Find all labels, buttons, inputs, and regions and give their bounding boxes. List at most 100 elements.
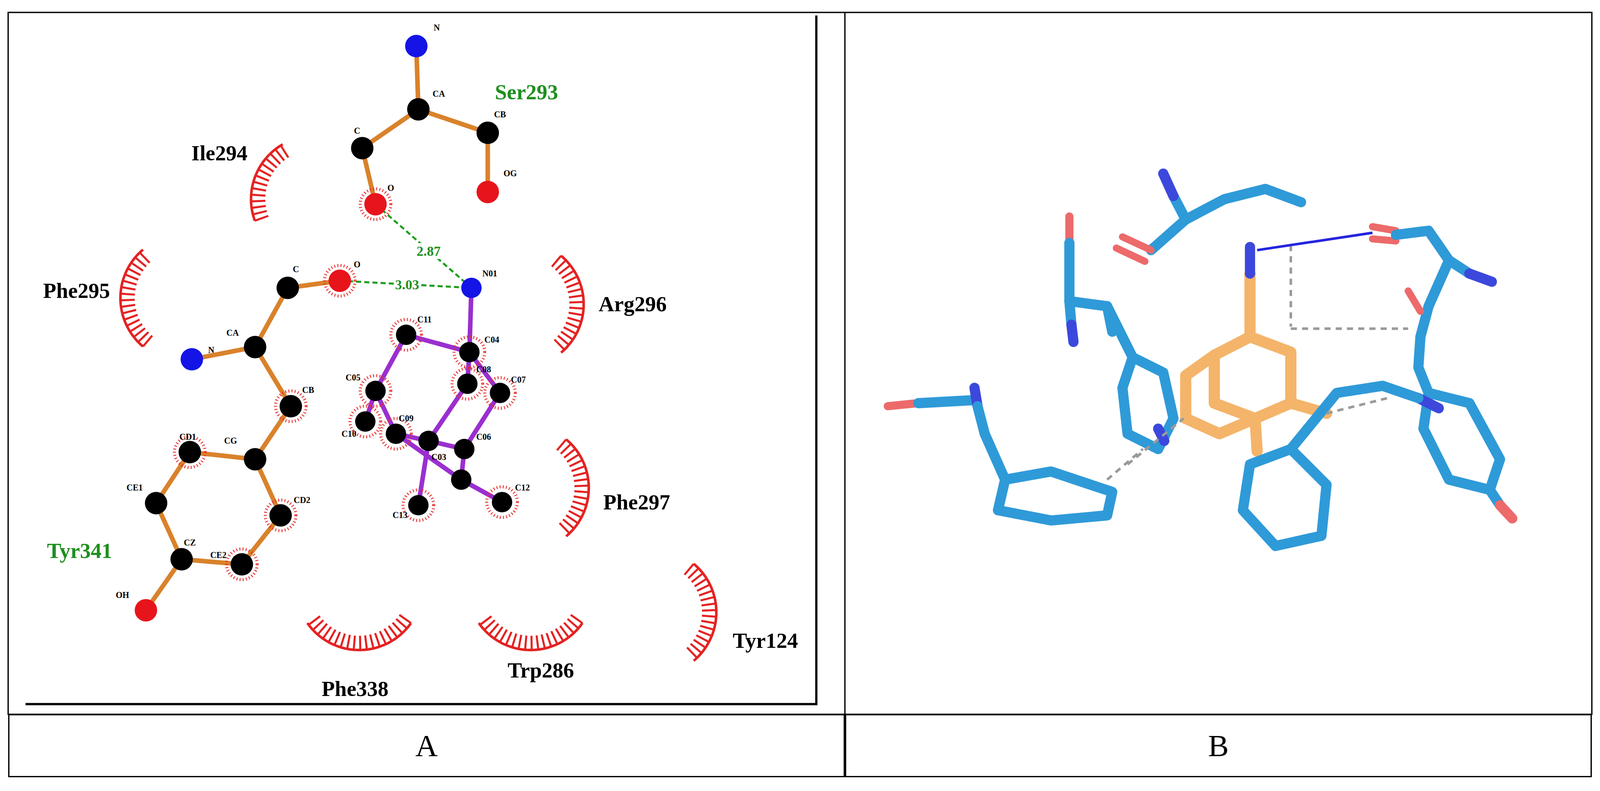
eyelash-spoke [701, 620, 716, 624]
eyelash-spoke [347, 635, 350, 650]
eyelash-spoke [334, 632, 341, 646]
eyelash-spoke [252, 211, 267, 215]
eyelash-spoke [701, 615, 716, 617]
eyelash-spoke [120, 304, 136, 308]
atom [170, 548, 193, 571]
atom-label: CA [226, 327, 240, 338]
eyelash-spoke [560, 626, 569, 638]
eyelash-spoke [275, 149, 284, 161]
eyelash-spoke [699, 590, 713, 596]
eyelash-spoke [125, 274, 139, 280]
eyelash-spoke [280, 145, 289, 158]
stick [1499, 505, 1512, 519]
atom-label: CG [224, 436, 237, 446]
eyelash-spoke [541, 634, 545, 649]
eyelash-spoke [120, 299, 135, 301]
eyelash-spoke [253, 181, 268, 186]
atom-label: CE2 [210, 549, 227, 560]
eyelash-spoke [122, 310, 136, 314]
contact-dash [1107, 449, 1143, 480]
atom-label: CZ [183, 537, 196, 548]
stick [1408, 291, 1421, 312]
atom-label: CD2 [293, 494, 311, 505]
contact-mark [275, 390, 307, 422]
eyelash-spoke [555, 629, 564, 642]
eyelash-spoke [518, 635, 522, 650]
eyelash-spoke [691, 573, 704, 583]
eyelash-spoke [365, 635, 367, 650]
hydrogen-bond [375, 204, 472, 289]
contact-mark [324, 265, 356, 296]
eyelash-spoke [567, 454, 580, 463]
residue-label: Tyr124 [732, 628, 799, 654]
eyelash-spoke [696, 635, 709, 643]
atom [408, 494, 429, 516]
atom-label: CA [432, 89, 446, 99]
atom [180, 348, 203, 371]
residue-label: Phe338 [321, 676, 389, 702]
atom [407, 98, 430, 121]
atom [461, 277, 482, 298]
atom [230, 553, 253, 576]
stick [918, 400, 975, 404]
eyelash-spoke [530, 635, 533, 651]
eyelash-spoke [251, 188, 267, 191]
eyelash-spoke [573, 496, 588, 500]
contact-group [174, 188, 518, 580]
eyelash-spoke [120, 293, 135, 295]
atom [491, 491, 513, 513]
residue-label: Trp286 [507, 657, 575, 683]
eyelash-spoke [700, 626, 714, 630]
atom-label: N01 [482, 268, 498, 279]
atom [276, 276, 299, 300]
stick [1069, 242, 1113, 332]
table-divider [844, 12, 846, 715]
atom [476, 121, 499, 145]
eyelash-spoke [574, 491, 589, 493]
atom-label: O [387, 182, 395, 193]
atom-label: C03 [431, 452, 446, 463]
atom-label: OG [503, 168, 517, 179]
stick [1242, 449, 1327, 547]
contact-dash [1289, 245, 1293, 327]
atom [451, 469, 472, 490]
stick [1255, 418, 1258, 452]
eyelash-spoke [374, 633, 380, 647]
eyelash-spoke [571, 466, 585, 471]
eyelash-spoke [139, 252, 150, 264]
eyelash-spoke [561, 270, 575, 279]
eyelash-spoke [571, 506, 585, 512]
stick [1249, 337, 1291, 404]
atom [279, 395, 302, 418]
eyelash-spoke [693, 639, 706, 648]
eyelash-spoke [563, 327, 577, 335]
hbond-residue-label: Ser293 [494, 79, 559, 105]
eyelash-spoke [379, 631, 386, 645]
caption-cell: B [844, 714, 1592, 778]
atom [328, 269, 351, 292]
contact-mark [360, 375, 391, 407]
eyelash-spoke [561, 331, 574, 340]
stick [1163, 173, 1174, 197]
bond [428, 383, 468, 442]
atom [364, 193, 387, 216]
eyelash-spoke [687, 647, 698, 658]
residue-label: Phe297 [603, 489, 671, 515]
atom-label: C [353, 125, 360, 136]
eyelash-spoke [546, 633, 552, 647]
contact-mark [226, 549, 258, 580]
atom [365, 380, 386, 402]
eyelash-spoke [129, 324, 142, 332]
atom-label: C04 [484, 334, 500, 345]
table-frame [8, 12, 1592, 715]
eyelash-spoke [258, 169, 271, 177]
atom [269, 504, 292, 527]
eyelash-spoke [131, 262, 144, 271]
eyelash-arc [251, 144, 283, 222]
atom [457, 373, 478, 394]
bond-group [145, 46, 502, 611]
eyelash-spoke [559, 523, 570, 534]
eyelash-spoke [574, 485, 589, 487]
